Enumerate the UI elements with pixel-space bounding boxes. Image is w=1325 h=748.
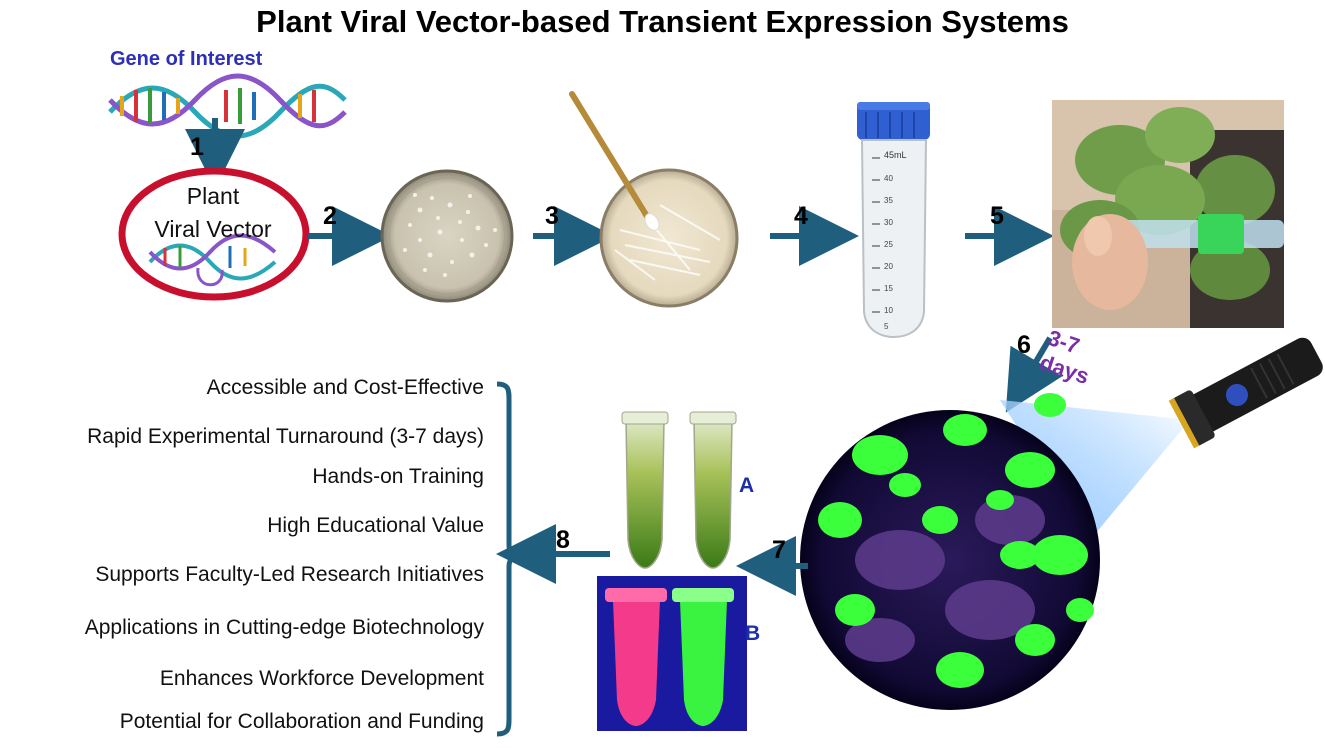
step-number-1: 1 [190,133,204,161]
viral-vector-plasmid-icon [118,167,310,301]
step-number-4: 4 [794,202,808,230]
diagram-title: Plant Viral Vector-based Transient Expre… [256,4,1069,39]
tube-mark-40: 40 [884,174,893,183]
dna-helix-icon [108,73,347,139]
tube-mark-10: 10 [884,306,893,315]
benefits-bracket [496,381,519,737]
petri-dish-colonies-icon [380,169,514,303]
benefit-item-2: Rapid Experimental Turnaround (3-7 days) [87,425,484,448]
tube-volume-label: 45mL [884,150,907,160]
benefit-item-3: Hands-on Training [312,465,484,488]
tube-mark-35: 35 [884,196,893,205]
step-number-8: 8 [556,526,570,554]
benefit-item-1: Accessible and Cost-Effective [206,376,484,399]
petri-dish-streak-swab-icon [569,91,739,308]
viral-vector-label: Plant Viral Vector [128,180,298,246]
plant-infiltration-photo [1052,100,1284,328]
tube-mark-5: 5 [884,322,889,331]
centrifuge-tube-icon [857,102,930,339]
step-number-7: 7 [772,536,786,564]
tube-mark-25: 25 [884,240,893,249]
step-number-2: 2 [323,202,337,230]
panel-label-b: B [745,622,761,645]
benefit-item-6: Applications in Cutting-edge Biotechnolo… [84,616,484,639]
green-extract-tubes-photo [621,411,737,569]
step-number-3: 3 [545,202,559,230]
fluorescent-tubes-photo [597,576,747,731]
viral-vector-label-line-1: Plant [186,183,240,209]
step-number-5: 5 [990,202,1004,230]
arrow-step-6 [1005,336,1063,413]
step-number-6: 6 [1017,331,1031,359]
tube-mark-20: 20 [884,262,893,271]
benefit-item-8: Potential for Collaboration and Funding [119,710,484,733]
gfp-fluorescing-plants-photo [800,393,1100,710]
benefit-item-7: Enhances Workforce Development [159,667,484,690]
benefit-item-5: Supports Faculty-Led Research Initiative… [95,563,484,586]
uv-flashlight-icon [1000,337,1323,540]
tube-mark-15: 15 [884,284,893,293]
tube-mark-30: 30 [884,218,893,227]
panel-label-a: A [739,474,755,497]
benefit-item-4: High Educational Value [267,514,484,537]
viral-vector-label-line-2: Viral Vector [154,216,272,242]
gene-of-interest-label: Gene of Interest [110,48,263,70]
